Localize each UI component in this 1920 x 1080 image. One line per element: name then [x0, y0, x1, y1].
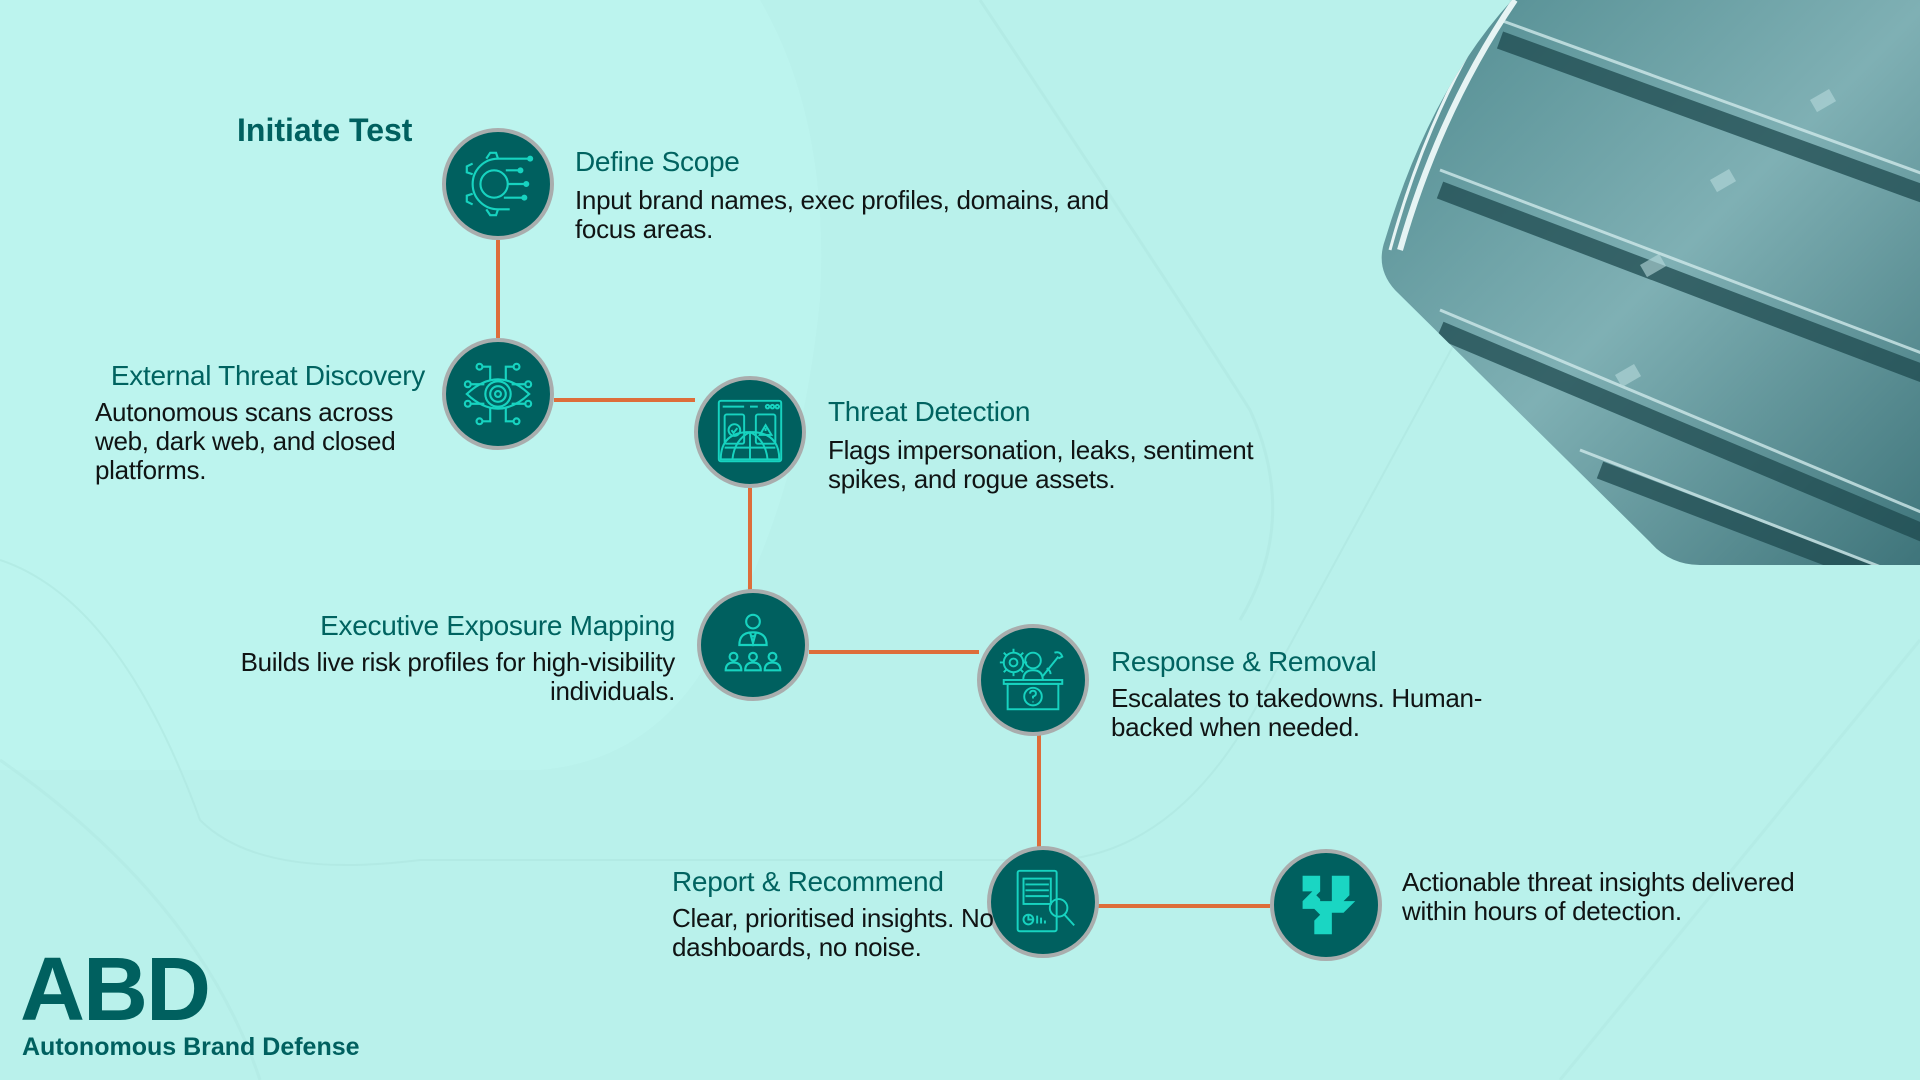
step-title: Report & Recommend: [672, 866, 944, 897]
outcome-description: Actionable threat insights delivered wit…: [1402, 867, 1795, 926]
brand-name: Autonomous Brand Defense: [22, 1033, 360, 1061]
step-description: Flags impersonation, leaks, sentiment sp…: [828, 435, 1254, 494]
step-title: Threat Detection: [828, 396, 1031, 427]
connector-5-6: [1037, 735, 1041, 847]
step-description: Clear, prioritised insights. No dashboar…: [672, 903, 994, 962]
step-node-executive-exposure-mapping: [697, 589, 809, 701]
step-node-external-threat-discovery: [442, 338, 554, 450]
brand-abbreviation: ABD: [20, 940, 211, 1040]
step-node-report-recommend: [987, 846, 1099, 958]
initiate-test-heading: Initiate Test: [237, 112, 413, 148]
step-title: Define Scope: [575, 146, 740, 177]
eye-circuit-icon: [463, 362, 533, 426]
support-agent-tools-icon: [999, 648, 1064, 711]
step-node-response-removal: [977, 624, 1089, 736]
connector-1-2: [496, 240, 500, 338]
step-title: Executive Exposure Mapping: [320, 610, 675, 641]
connector-4-5: [809, 650, 979, 654]
connector-2-3: [554, 398, 695, 402]
step-description: Builds live risk profiles for high-visib…: [240, 647, 676, 706]
browser-globe-alert-icon: [717, 399, 783, 463]
step-title: Response & Removal: [1111, 646, 1377, 677]
step-description: Escalates to takedowns. Human-backed whe…: [1111, 683, 1483, 742]
outcome-node: [1270, 849, 1382, 961]
gear-circuit-icon: [465, 151, 534, 217]
step-title: External Threat Discovery: [110, 360, 425, 391]
connector-6-7: [1098, 904, 1270, 908]
report-magnifier-icon: [1016, 869, 1075, 933]
connector-3-4: [748, 488, 752, 590]
brand-logo-icon: [1302, 875, 1356, 935]
step-description: Input brand names, exec profiles, domain…: [575, 185, 1109, 244]
executive-team-icon: [724, 613, 782, 672]
step-node-threat-detection: [694, 376, 806, 488]
step-description: Autonomous scans across web, dark web, a…: [95, 397, 396, 485]
step-node-define-scope: [442, 128, 554, 240]
